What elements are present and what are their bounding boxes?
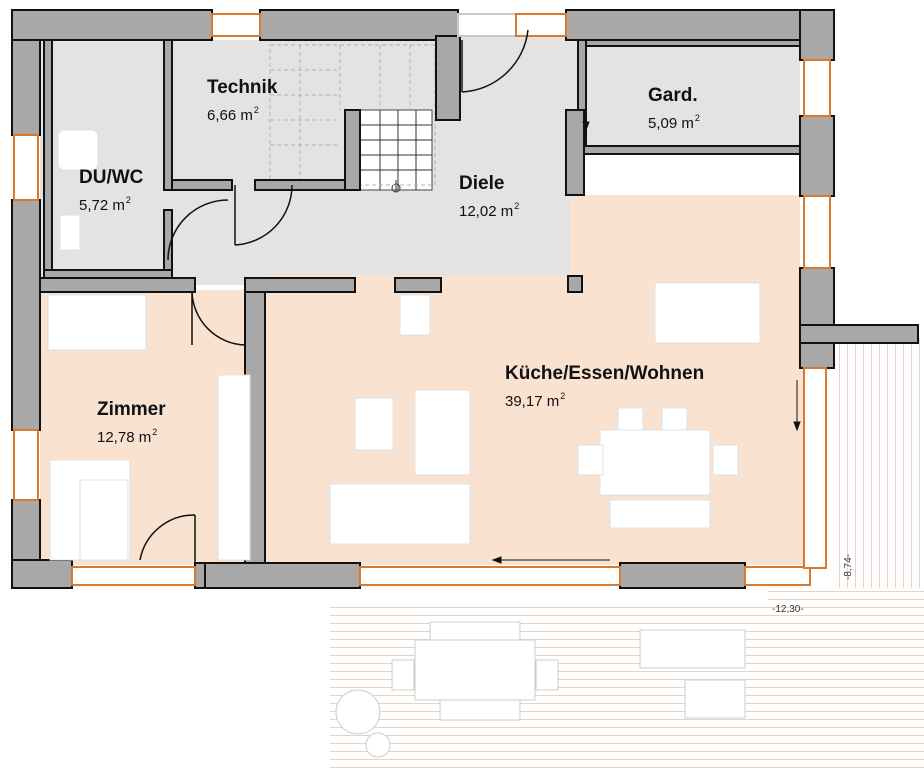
room-name: DU/WC xyxy=(79,167,144,188)
room-technik: Technik 6,66 m2 xyxy=(207,77,277,124)
room-name: Diele xyxy=(459,173,505,194)
room-area: 5,72 m2 xyxy=(79,195,131,214)
walls xyxy=(11,9,919,589)
room-name: Küche/Essen/Wohnen xyxy=(505,363,705,384)
doors xyxy=(139,29,529,562)
room-gard: Gard. 5,09 m2 xyxy=(648,85,700,132)
windows xyxy=(13,13,831,586)
room-area: 5,09 m2 xyxy=(648,113,700,132)
room-area: 12,78 m2 xyxy=(97,427,158,446)
room-area: 12,02 m2 xyxy=(459,201,520,220)
arrows xyxy=(491,95,801,564)
room-name: Technik xyxy=(207,77,278,98)
terrace-width-dimension: -12,30- xyxy=(772,604,804,615)
terrace-depth-dimension: -8,74- xyxy=(843,553,854,580)
room-name: Gard. xyxy=(648,85,698,106)
room-area: 6,66 m2 xyxy=(207,105,259,124)
room-name: Zimmer xyxy=(97,399,166,420)
room-zimmer: Zimmer 12,78 m2 xyxy=(97,399,166,446)
room-du-wc: DU/WC 5,72 m2 xyxy=(79,167,143,214)
room-area: 39,17 m2 xyxy=(505,391,566,410)
room-diele: Diele 12,02 m2 xyxy=(459,173,519,220)
room-kueche-essen-wohnen: Küche/Essen/Wohnen 39,17 m2 xyxy=(505,363,704,410)
furniture xyxy=(47,129,761,758)
